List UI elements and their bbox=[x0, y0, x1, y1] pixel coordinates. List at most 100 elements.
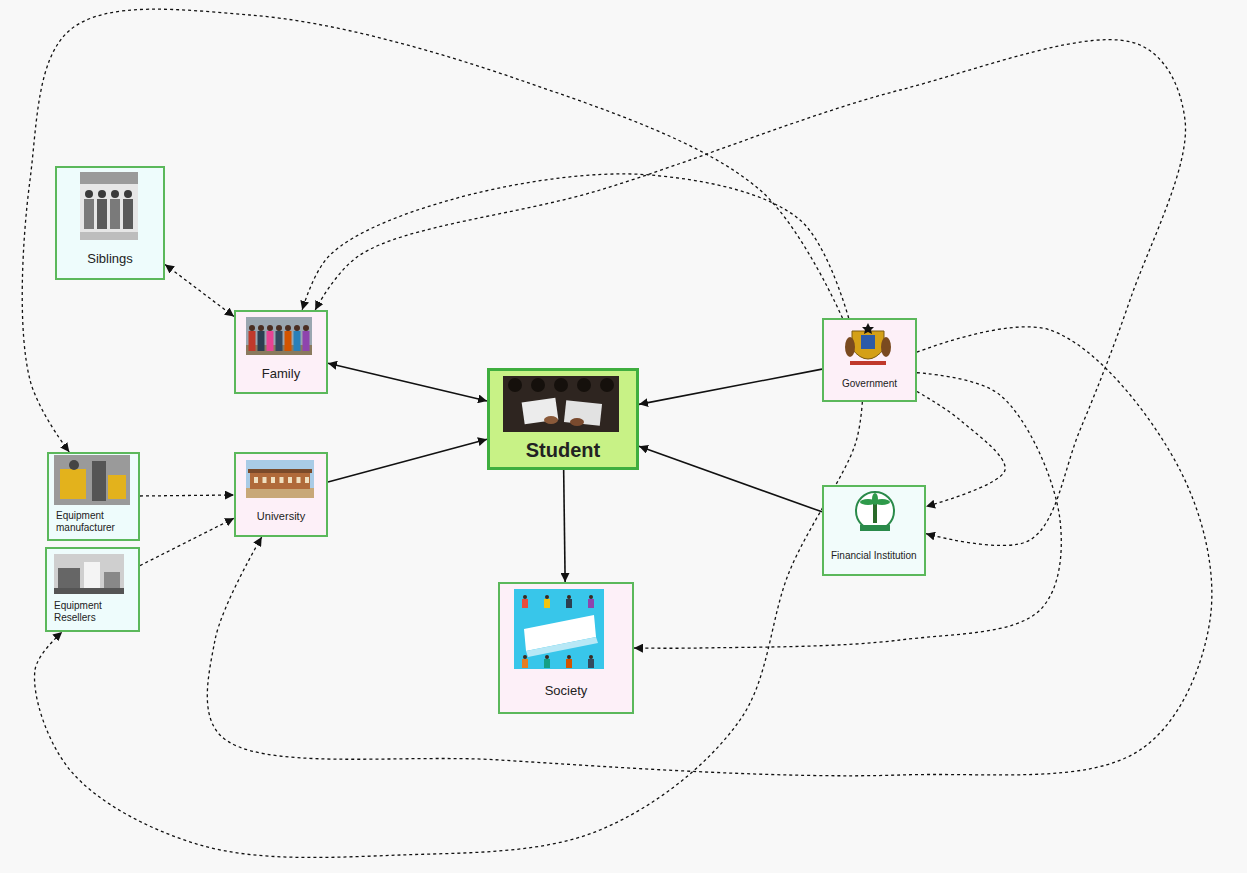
picture-part bbox=[258, 331, 265, 351]
picture-part bbox=[523, 595, 527, 599]
picture-part bbox=[246, 317, 312, 355]
stakeholder-picture bbox=[514, 589, 604, 669]
picture-part bbox=[276, 331, 283, 351]
picture-part bbox=[267, 331, 274, 351]
picture-part bbox=[288, 477, 292, 483]
stakeholder-box: Society bbox=[498, 582, 634, 714]
picture-part bbox=[503, 376, 619, 432]
picture-part bbox=[588, 599, 594, 608]
picture-part bbox=[276, 325, 282, 331]
picture-part bbox=[508, 378, 522, 392]
stakeholder-box: Financial Institution bbox=[822, 485, 926, 576]
picture-part bbox=[250, 472, 310, 489]
picture-part bbox=[111, 190, 119, 198]
picture-part bbox=[85, 190, 93, 198]
picture-part bbox=[108, 475, 126, 499]
stakeholder-box: University bbox=[234, 452, 328, 537]
dashed-connector bbox=[140, 518, 234, 565]
picture-part bbox=[305, 477, 309, 483]
picture-part bbox=[514, 589, 604, 669]
solid-connector bbox=[564, 470, 565, 582]
picture-part bbox=[80, 232, 138, 240]
picture-part bbox=[285, 325, 291, 331]
picture-part bbox=[249, 325, 255, 331]
node-label: Society bbox=[545, 683, 588, 699]
picture-part bbox=[544, 416, 558, 424]
dashed-connector bbox=[315, 40, 1185, 546]
picture-part bbox=[522, 398, 559, 425]
picture-part bbox=[522, 659, 528, 668]
node-label: Equipment manufacturer bbox=[56, 510, 134, 534]
picture-part bbox=[104, 572, 120, 588]
picture-part bbox=[845, 337, 855, 357]
picture-part bbox=[123, 199, 133, 229]
node-label: Equipment Resellers bbox=[54, 600, 134, 624]
dashed-connector bbox=[207, 327, 1212, 776]
picture-part bbox=[850, 361, 886, 365]
picture-part bbox=[258, 325, 264, 331]
picture-part bbox=[856, 492, 894, 530]
stakeholder-picture bbox=[54, 554, 124, 594]
picture-part bbox=[84, 199, 94, 229]
picture-part bbox=[248, 469, 312, 473]
picture-part bbox=[526, 637, 598, 657]
dashed-connector bbox=[634, 373, 1061, 649]
picture-part bbox=[577, 378, 591, 392]
picture-part bbox=[570, 418, 584, 426]
solid-connector bbox=[639, 446, 822, 512]
picture-part bbox=[246, 488, 314, 498]
stakeholder-box: Government bbox=[822, 318, 917, 402]
picture-part bbox=[84, 562, 100, 588]
dashed-connector bbox=[22, 9, 842, 452]
dashed-connector bbox=[140, 495, 234, 496]
stakeholder-picture bbox=[80, 172, 138, 240]
picture-part bbox=[263, 477, 267, 483]
stakeholder-box: Equipment Resellers bbox=[45, 547, 140, 632]
picture-part bbox=[92, 461, 106, 501]
picture-part bbox=[545, 595, 549, 599]
picture-part bbox=[80, 172, 138, 184]
picture-part bbox=[531, 378, 545, 392]
picture-part bbox=[60, 469, 86, 499]
picture-part bbox=[294, 325, 300, 331]
picture-part bbox=[544, 659, 550, 668]
picture-part bbox=[873, 503, 877, 523]
picture-part bbox=[545, 655, 549, 659]
picture-part bbox=[881, 337, 891, 357]
picture-part bbox=[566, 599, 572, 608]
picture-part bbox=[567, 595, 571, 599]
node-label: University bbox=[257, 510, 305, 523]
picture-part bbox=[58, 568, 80, 588]
picture-part bbox=[852, 331, 884, 359]
picture-part bbox=[588, 659, 594, 668]
picture-part bbox=[54, 588, 124, 594]
picture-part bbox=[554, 378, 568, 392]
picture-part bbox=[98, 190, 106, 198]
stakeholder-box: Equipment manufacturer bbox=[47, 452, 140, 541]
picture-part bbox=[267, 325, 273, 331]
picture-part bbox=[97, 199, 107, 229]
connector-group bbox=[22, 9, 1212, 857]
picture-part bbox=[297, 477, 301, 483]
picture-part bbox=[254, 477, 258, 483]
node-label: Government bbox=[842, 378, 897, 390]
picture-part bbox=[124, 190, 132, 198]
stakeholder-picture bbox=[854, 489, 896, 537]
solid-connector bbox=[328, 439, 487, 482]
picture-part bbox=[249, 331, 256, 351]
picture-part bbox=[589, 595, 593, 599]
picture-part bbox=[303, 331, 310, 351]
central-label: Student bbox=[526, 438, 600, 462]
dashed-connector bbox=[34, 402, 862, 857]
node-label: Financial Institution bbox=[831, 550, 917, 562]
picture-part bbox=[544, 599, 550, 608]
picture-part bbox=[271, 477, 275, 483]
stakeholder-picture bbox=[844, 323, 892, 367]
solid-connector bbox=[639, 369, 822, 404]
picture-part bbox=[80, 172, 138, 240]
picture-part bbox=[523, 655, 527, 659]
picture-part bbox=[303, 325, 309, 331]
picture-part bbox=[600, 378, 614, 392]
solid-connector bbox=[328, 363, 487, 401]
